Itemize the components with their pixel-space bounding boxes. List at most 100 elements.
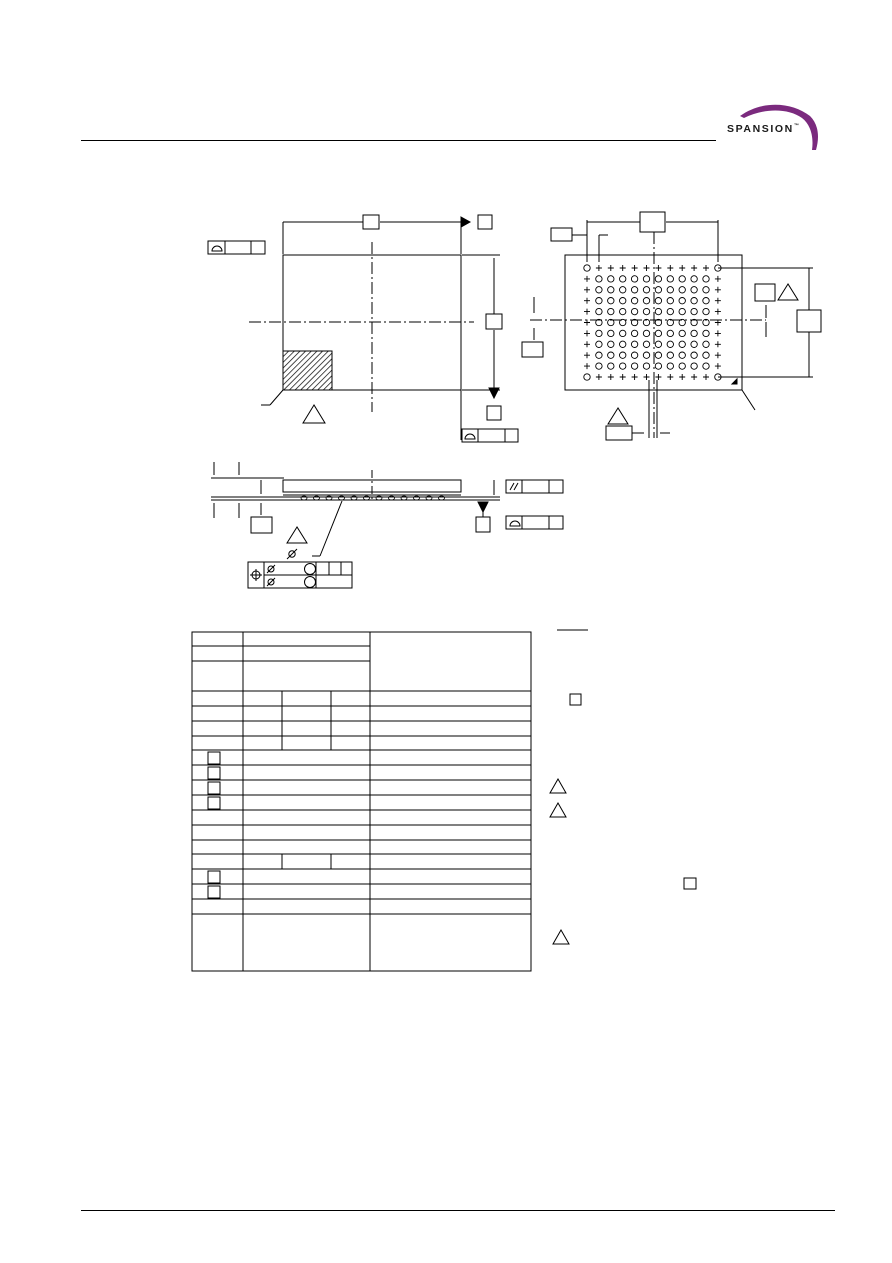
profile-symbol-icon <box>464 433 476 440</box>
datum-box <box>477 214 493 230</box>
note-triangle-icon <box>302 404 326 424</box>
side-view-balls <box>300 495 445 501</box>
side-solder-ball <box>300 495 308 501</box>
symbol-box <box>207 781 221 795</box>
empty-site-mark <box>655 265 662 271</box>
solder-ball <box>690 286 698 294</box>
solder-ball <box>595 329 603 338</box>
symbol-box <box>207 796 221 810</box>
solder-ball <box>619 318 627 327</box>
solder-ball <box>678 340 686 348</box>
solder-ball <box>654 297 663 305</box>
empty-site-mark <box>607 265 614 271</box>
solder-ball <box>607 275 615 283</box>
solder-ball <box>654 286 663 294</box>
profile-symbol-icon <box>211 245 223 252</box>
solder-ball <box>666 351 674 359</box>
solder-ball <box>654 340 663 348</box>
empty-site-mark <box>714 330 721 337</box>
dimension-box <box>639 211 666 233</box>
solder-ball <box>642 297 651 305</box>
solder-ball <box>595 297 603 305</box>
side-solder-ball <box>400 495 408 501</box>
notes-column <box>549 629 697 945</box>
solder-ball <box>690 275 698 283</box>
solder-ball <box>607 362 615 370</box>
solder-ball <box>607 340 615 348</box>
solder-ball <box>690 318 698 327</box>
profile-frame <box>505 515 564 530</box>
datum-triangle-icon <box>477 501 489 514</box>
solder-ball <box>702 297 710 305</box>
empty-site-mark <box>584 286 590 293</box>
note-triangle-icon <box>607 407 629 425</box>
solder-ball <box>678 362 686 370</box>
empty-site-mark <box>714 297 721 304</box>
solder-ball <box>690 362 698 370</box>
solder-ball <box>678 297 686 305</box>
datum-box <box>486 405 502 421</box>
datum-box <box>475 516 491 533</box>
dimension-box <box>550 227 573 242</box>
side-solder-ball <box>425 495 433 501</box>
empty-site-mark <box>584 319 590 326</box>
solder-ball <box>654 351 663 359</box>
side-solder-ball <box>363 495 370 501</box>
symbol-box <box>207 766 221 780</box>
side-solder-ball <box>413 495 420 501</box>
side-solder-ball <box>375 495 383 501</box>
solder-ball <box>607 297 615 305</box>
solder-ball <box>595 275 603 283</box>
datum-triangle-icon <box>460 216 472 228</box>
solder-ball <box>702 275 710 283</box>
solder-ball <box>630 318 639 327</box>
empty-site-mark <box>714 319 721 326</box>
empty-site-mark <box>584 341 590 348</box>
solder-ball <box>690 351 698 359</box>
side-solder-ball <box>438 495 445 501</box>
empty-site-mark <box>631 265 638 271</box>
solder-ball <box>619 362 627 370</box>
solder-ball <box>642 329 651 338</box>
solder-ball <box>595 362 603 370</box>
empty-site-mark <box>691 265 698 271</box>
solder-ball <box>630 351 639 359</box>
side-solder-ball <box>338 495 345 501</box>
profile-frame <box>461 428 519 443</box>
solder-ball <box>595 318 603 327</box>
solder-ball <box>678 351 686 359</box>
solder-ball <box>607 351 615 359</box>
empty-site-mark <box>714 352 721 359</box>
solder-ball <box>654 329 663 338</box>
empty-site-mark <box>655 374 662 380</box>
side-solder-ball <box>388 495 395 501</box>
dimension-box <box>485 313 503 330</box>
side-solder-ball <box>350 495 358 501</box>
note-triangle-icon <box>549 801 567 818</box>
solder-ball <box>666 318 674 327</box>
dimension-box <box>362 214 380 230</box>
dimension-box <box>521 341 544 358</box>
solder-ball <box>595 307 603 316</box>
solder-ball <box>642 362 651 370</box>
profile-symbol-icon <box>509 520 521 527</box>
solder-ball <box>595 351 603 359</box>
solder-ball <box>678 275 686 283</box>
solder-ball <box>654 318 663 327</box>
note-triangle-icon <box>549 777 567 794</box>
empty-site-mark <box>667 374 674 380</box>
empty-site-mark <box>643 265 650 271</box>
empty-site-mark <box>619 265 626 271</box>
mmc-symbol-icon <box>304 563 316 575</box>
solder-ball <box>702 307 710 316</box>
solder-ball <box>690 329 698 338</box>
solder-ball <box>702 362 710 370</box>
dimension-table <box>191 631 532 972</box>
solder-ball <box>630 340 639 348</box>
solder-ball <box>678 318 686 327</box>
empty-site-mark <box>595 265 602 271</box>
bottom-view <box>521 211 822 441</box>
solder-ball <box>619 307 627 316</box>
solder-ball <box>642 318 651 327</box>
